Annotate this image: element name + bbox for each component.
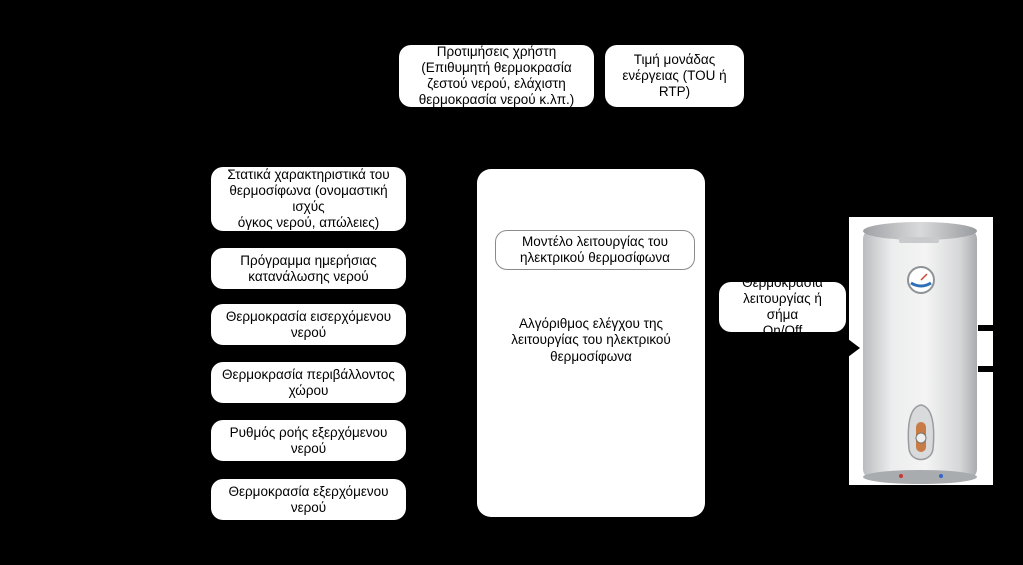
- ambient-temperature-box: Θερμοκρασία περιβάλλοντος χώρου: [211, 362, 406, 403]
- energy-price-box: Τιμή μονάδας ενέργειας (TOU ή RTP): [605, 45, 744, 107]
- heater-pipe-top: [978, 325, 993, 331]
- user-preferences-box: Προτιμήσεις χρήστη (Επιθυμητή θερμοκρασί…: [399, 44, 594, 107]
- water-heater-icon: [863, 222, 977, 484]
- heater-model-box: Μοντέλο λειτουργίας του ηλεκτρικού θερμο…: [495, 230, 695, 270]
- arrow-into-heater-icon: [848, 339, 860, 357]
- control-algorithm-label: Αλγόριθμος ελέγχου της λειτουργίας του η…: [511, 316, 671, 364]
- daily-consumption-program-box: Πρόγραμμα ημερήσιας κατανάλωσης νερού: [211, 248, 406, 289]
- incoming-water-temperature-box: Θερμοκρασία εισερχόμενου νερού: [211, 304, 406, 345]
- output-signal-box: Θερμοκρασία λειτουργίας ή σήμα On/Off: [719, 275, 846, 338]
- outgoing-water-temperature-box: Θερμοκρασία εξερχόμενου νερού: [211, 479, 406, 520]
- water-heater-panel: [849, 217, 993, 485]
- controller-block: [477, 169, 705, 517]
- outgoing-flow-rate-box: Ρυθμός ροής εξερχόμενου νερού: [211, 420, 406, 461]
- heater-pipe-bottom: [978, 366, 993, 372]
- heater-static-characteristics-box: Στατικά χαρακτηριστικά του θερμοσίφωνα (…: [211, 167, 406, 231]
